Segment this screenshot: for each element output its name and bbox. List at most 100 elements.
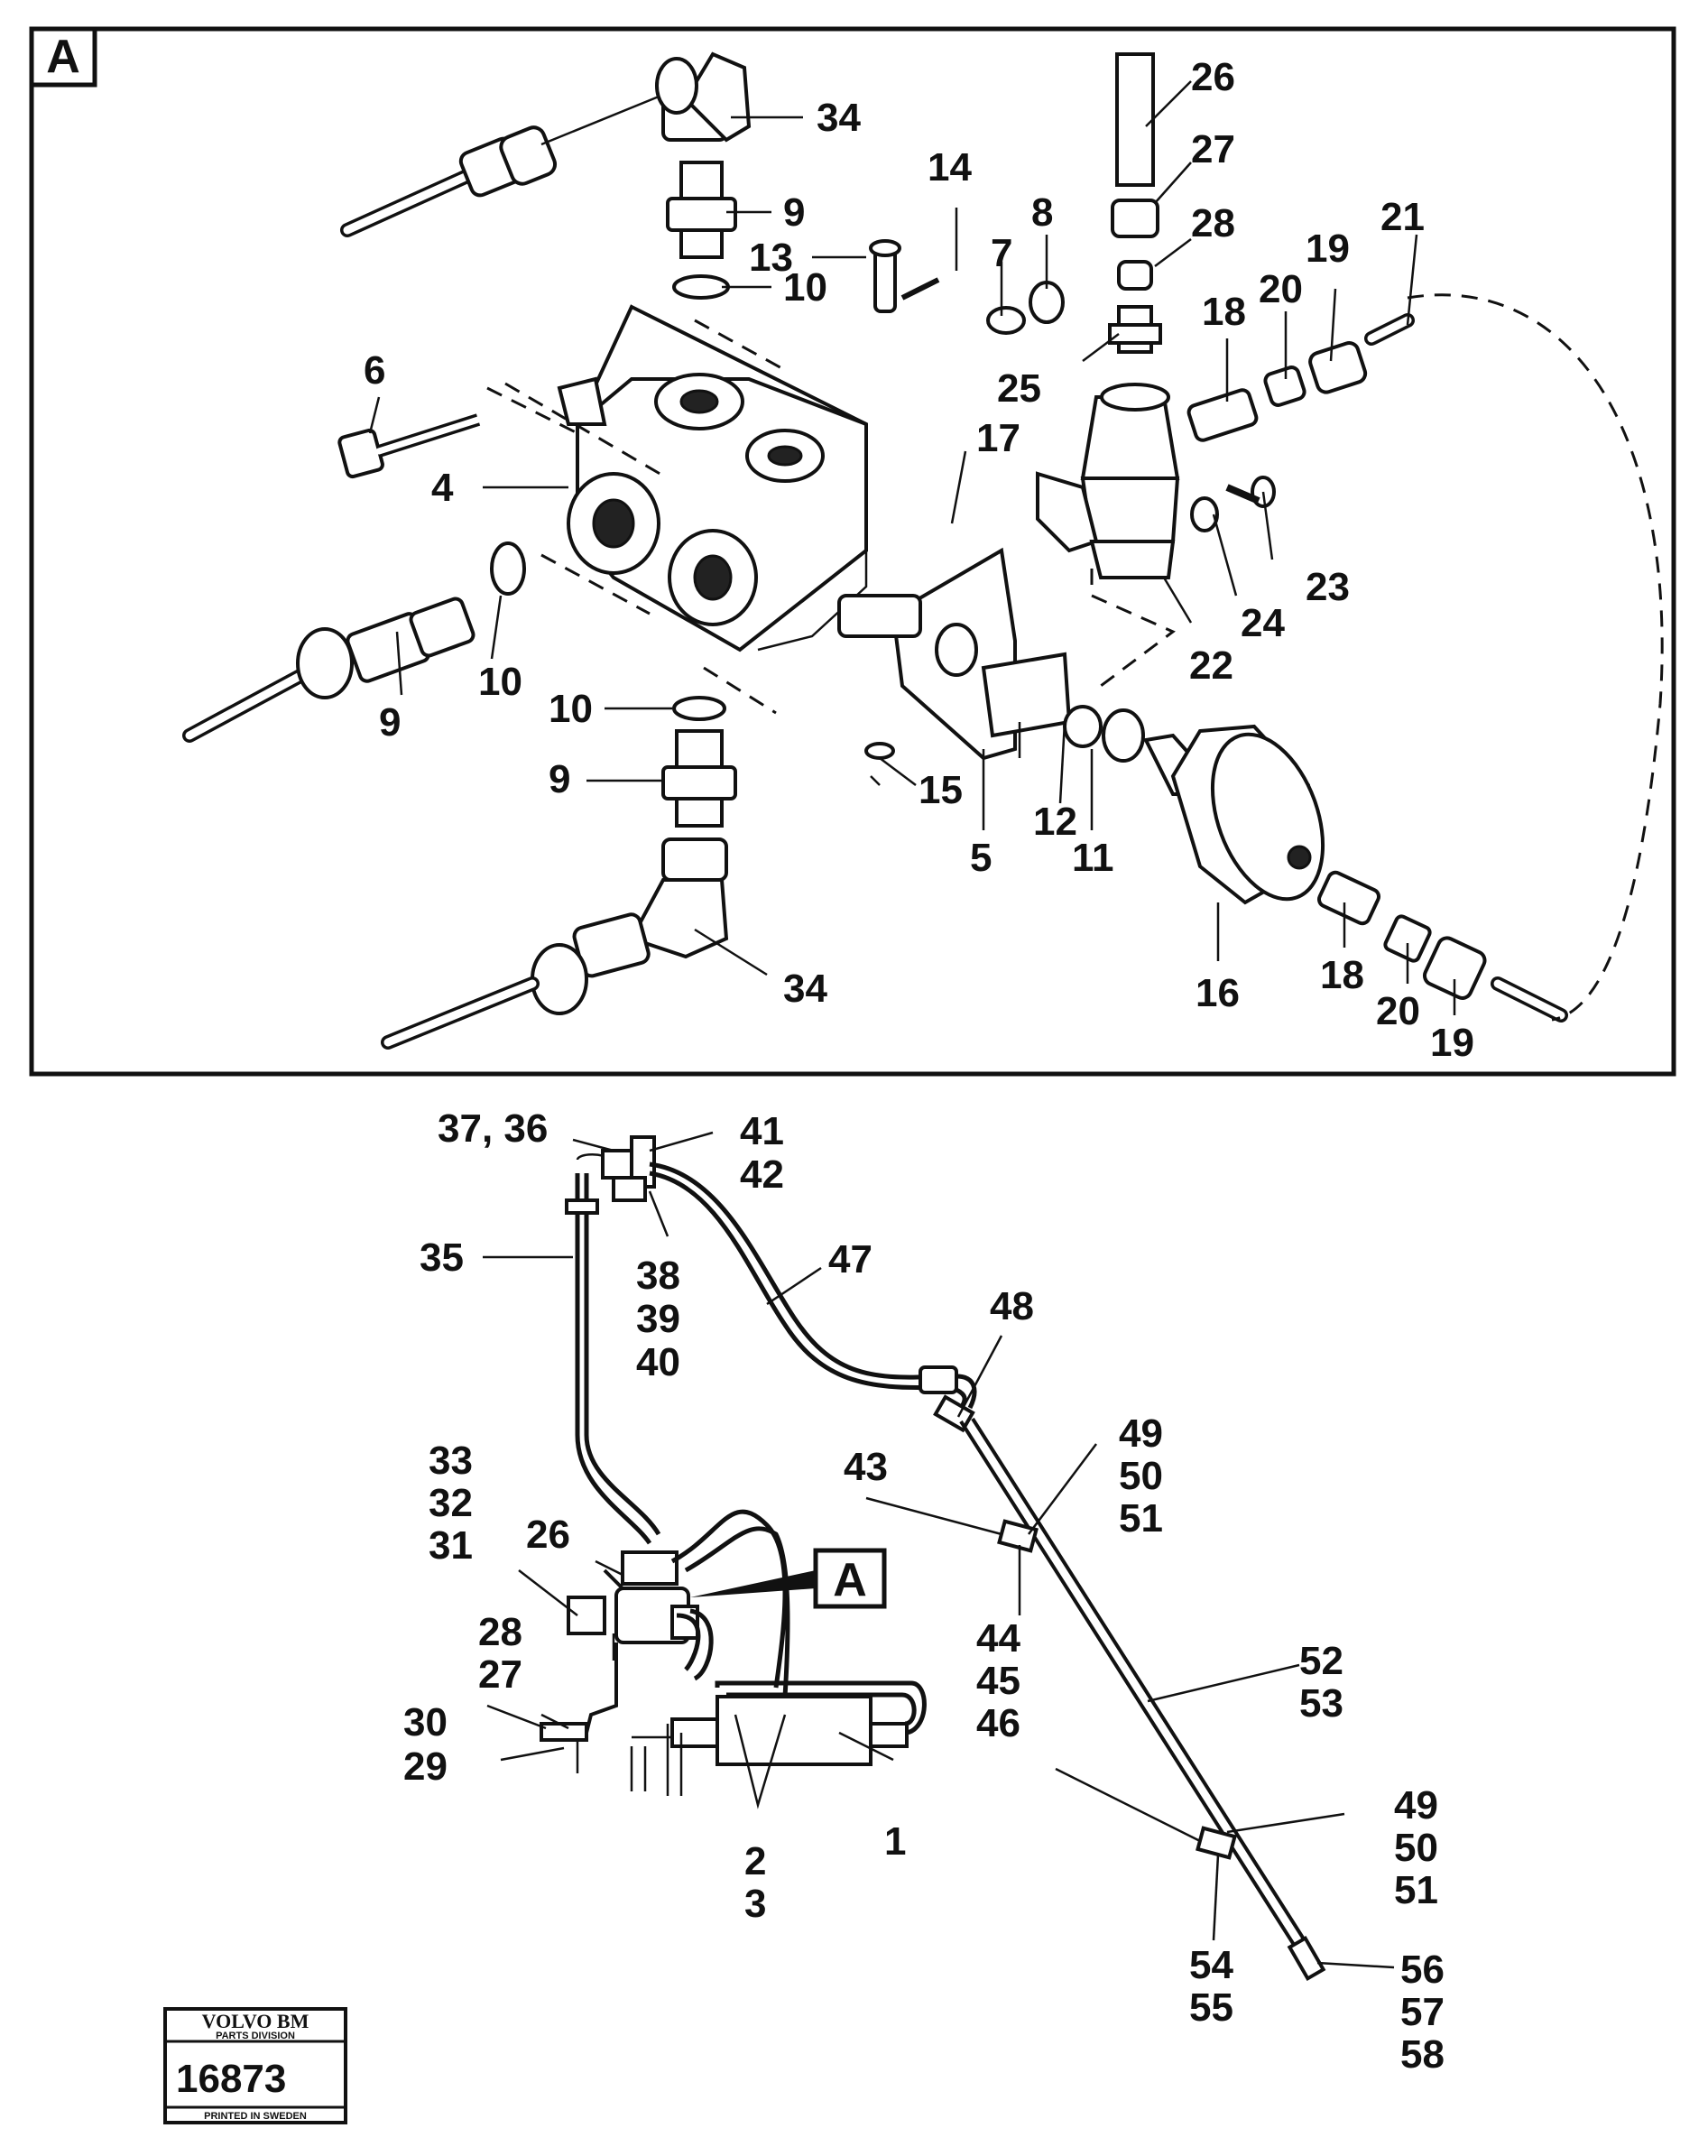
nipple-9-top bbox=[666, 161, 737, 300]
left-hose bbox=[182, 541, 526, 743]
callout: 23 bbox=[1306, 565, 1350, 609]
callout: 6 bbox=[364, 348, 385, 393]
callout: 25 bbox=[997, 366, 1041, 411]
system-leaders bbox=[483, 1131, 1395, 1969]
callout: 26 bbox=[1191, 55, 1235, 99]
callout: 10 bbox=[549, 687, 593, 731]
fittings-18-20-19-upper bbox=[1186, 313, 1415, 442]
callout: 24 bbox=[1241, 601, 1285, 645]
dash-3 bbox=[540, 553, 651, 615]
callout: 53 bbox=[1299, 1681, 1343, 1726]
callout: 9 bbox=[379, 700, 401, 745]
callout: 5 bbox=[970, 836, 992, 880]
callout: 4 bbox=[431, 466, 454, 510]
system-callouts: 37, 36 41 42 35 38 39 40 47 48 33 32 31 … bbox=[403, 1106, 1445, 2077]
callout: 35 bbox=[420, 1235, 464, 1280]
callout: 14 bbox=[928, 145, 972, 190]
callout: 37, 36 bbox=[438, 1106, 548, 1151]
stamp-division: PARTS DIVISION bbox=[216, 2031, 295, 2041]
elbow-34-top bbox=[655, 51, 752, 143]
callout: 7 bbox=[991, 231, 1012, 275]
system-a-tag: A bbox=[833, 1554, 867, 1606]
callout: 3 bbox=[744, 1882, 766, 1926]
pin-and-nut bbox=[869, 239, 1065, 335]
callout: 38 bbox=[636, 1254, 680, 1298]
bracket-5 bbox=[837, 547, 1072, 761]
detail-callouts: 34 9 10 26 27 28 14 8 7 13 21 19 20 18 2… bbox=[364, 55, 1474, 1065]
callout: 18 bbox=[1202, 290, 1246, 334]
callout: 34 bbox=[817, 96, 861, 140]
callout: 2 bbox=[744, 1839, 766, 1883]
callout: 18 bbox=[1320, 953, 1364, 997]
callout: 49 bbox=[1394, 1783, 1438, 1828]
callout: 58 bbox=[1400, 2032, 1445, 2077]
detail-a-frame bbox=[29, 26, 1676, 1077]
callout: 27 bbox=[478, 1652, 522, 1697]
callout: 56 bbox=[1400, 1948, 1445, 1992]
callout: 13 bbox=[749, 236, 793, 280]
callout: 12 bbox=[1033, 800, 1077, 844]
callout: 28 bbox=[478, 1610, 522, 1654]
stamp-number: 16873 bbox=[176, 2057, 286, 2101]
callout: 20 bbox=[1259, 267, 1303, 311]
callout: 27 bbox=[1191, 127, 1235, 171]
callout: 48 bbox=[990, 1284, 1034, 1328]
detail-a-tag: A bbox=[46, 31, 80, 83]
callout: 19 bbox=[1306, 227, 1350, 271]
callout: 30 bbox=[403, 1700, 448, 1744]
callout: 19 bbox=[1430, 1021, 1474, 1065]
callout: 9 bbox=[549, 757, 570, 801]
detail-a-tag-box bbox=[29, 26, 97, 88]
callout: 9 bbox=[783, 190, 805, 235]
callout: 28 bbox=[1191, 201, 1235, 245]
callout: 46 bbox=[976, 1701, 1020, 1745]
callout: 42 bbox=[740, 1152, 784, 1197]
system-lines bbox=[540, 1135, 1326, 1982]
dash-1 bbox=[694, 319, 786, 372]
callout: 1 bbox=[884, 1819, 906, 1864]
dash-22 bbox=[1090, 569, 1176, 688]
callout: 31 bbox=[429, 1523, 473, 1568]
callout: 10 bbox=[783, 265, 827, 310]
callout: 22 bbox=[1189, 643, 1233, 688]
callout: 16 bbox=[1196, 971, 1240, 1015]
washer-15 bbox=[870, 775, 881, 786]
callout: 34 bbox=[783, 967, 827, 1011]
volvo-stamp: VOLVO BM PARTS DIVISION 16873 PRINTED IN… bbox=[163, 2007, 347, 2124]
lower-fittings bbox=[381, 696, 737, 1050]
callout: 40 bbox=[636, 1340, 680, 1384]
callout: 43 bbox=[844, 1445, 888, 1489]
callout: 32 bbox=[429, 1481, 473, 1525]
valve-block bbox=[557, 304, 868, 652]
callout: 17 bbox=[976, 416, 1020, 460]
callout: 50 bbox=[1119, 1454, 1163, 1498]
detail-leaders bbox=[368, 80, 1456, 1015]
callout: 41 bbox=[740, 1109, 784, 1153]
mount-plate bbox=[631, 305, 868, 652]
right-lower-fittings bbox=[1316, 870, 1568, 1022]
stamp-footer: PRINTED IN SWEDEN bbox=[204, 2111, 307, 2122]
washer-15-ring bbox=[864, 742, 895, 760]
actuator-16 bbox=[1063, 705, 1325, 905]
callout: 49 bbox=[1119, 1411, 1163, 1456]
bolt-6 bbox=[337, 386, 578, 479]
hose-21-dashed bbox=[1407, 293, 1664, 1022]
upper-hose bbox=[340, 93, 664, 237]
stamp-brand: VOLVO BM bbox=[202, 2010, 309, 2032]
callout: 39 bbox=[636, 1297, 680, 1341]
screw-23 bbox=[1225, 484, 1260, 504]
callout: 51 bbox=[1119, 1496, 1163, 1541]
callout: 10 bbox=[478, 660, 522, 704]
callout: 51 bbox=[1394, 1868, 1438, 1912]
callout: 29 bbox=[403, 1744, 448, 1789]
callout: 57 bbox=[1400, 1990, 1445, 2034]
callout: 20 bbox=[1376, 989, 1420, 1033]
callout: 11 bbox=[1072, 836, 1114, 880]
callout: 45 bbox=[976, 1659, 1020, 1703]
callout: 44 bbox=[976, 1616, 1020, 1661]
callout: 26 bbox=[526, 1513, 570, 1557]
switch-assembly bbox=[1036, 52, 1276, 579]
callout: 21 bbox=[1380, 195, 1425, 239]
callout: 52 bbox=[1299, 1639, 1343, 1683]
